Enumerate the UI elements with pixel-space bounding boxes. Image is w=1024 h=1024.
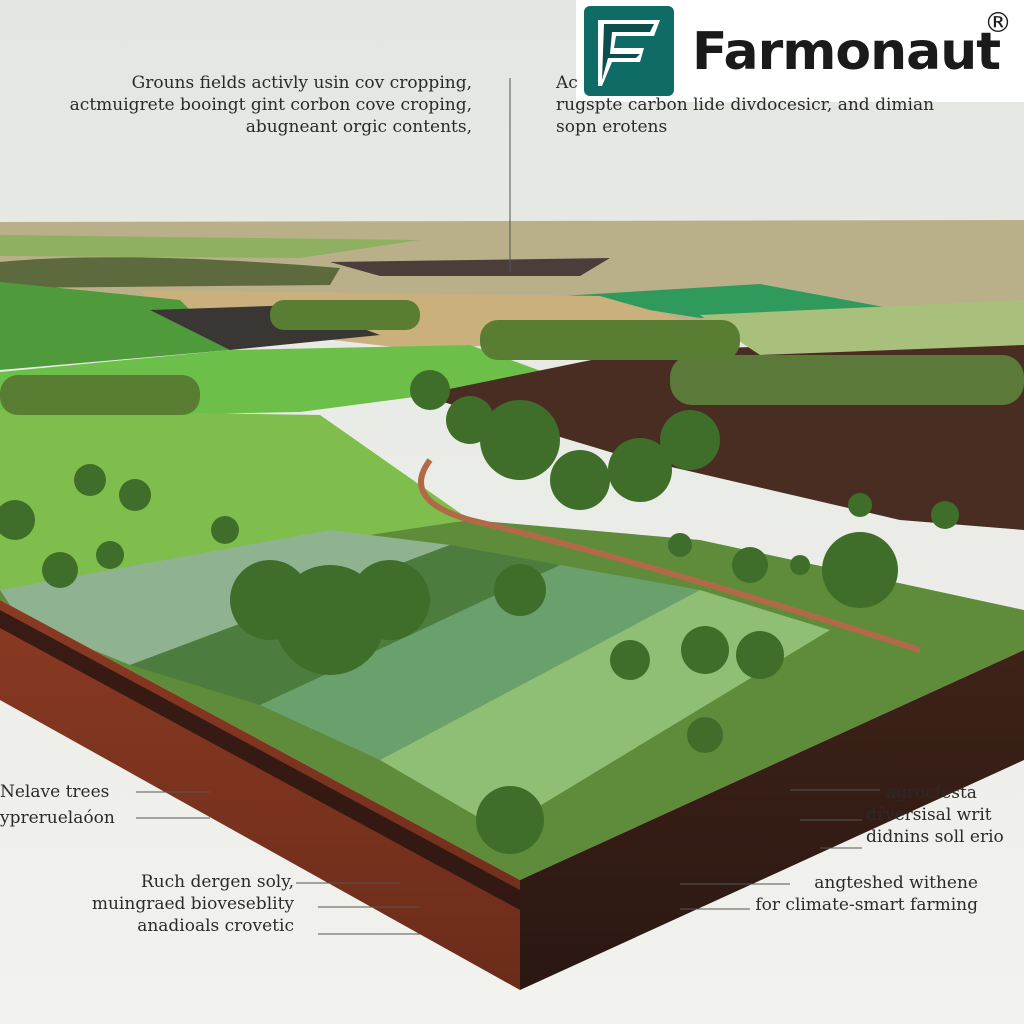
annotation-line: ypreruelaóon (0, 808, 115, 828)
annotation-top-left: Grouns fields activly usin cov cropping,… (70, 72, 472, 138)
annotation-top-right: Ac rugspte carbon lide divdocesicr, and … (556, 72, 934, 138)
far-green-strip (0, 235, 420, 258)
tree-line-right (670, 355, 1024, 405)
dark-far-field (330, 258, 610, 276)
annotation-line: actmuigrete booingt gint corbon cove cro… (69, 95, 472, 115)
trees (0, 370, 959, 854)
brand-name: Farmonaut (692, 22, 1001, 82)
registered-mark: ® (984, 6, 1012, 39)
annotation-line: rugspte carbon lide divdocesicr, and dim… (556, 95, 935, 115)
brand-logo: Farmonaut ® (576, 0, 1024, 102)
annotation-line: dȓversisal writ (866, 805, 992, 825)
tree-line-far (0, 257, 340, 288)
dirt-road (418, 458, 921, 653)
green-field-left (0, 282, 230, 370)
annotation-line: Ac (556, 73, 578, 93)
annotation-line: abugneant orgic contents, (245, 117, 472, 137)
leader-lines (136, 78, 880, 935)
annotation-line: anadioals crovetic (137, 916, 294, 936)
annotation-line: Ruch dergen soly, (140, 872, 294, 892)
annotation-line: agrocfesta (886, 783, 977, 803)
annotation-line: sopn erotens (556, 117, 668, 137)
annotation-bottom-right: angteshed withene for climate-smart farm… (755, 872, 978, 916)
annotation-right-mid: agrocfesta dȓversisal writ didnins soll … (866, 782, 1004, 848)
annotation-line: muingraed bioveseblity (91, 894, 294, 914)
annotation-line: angteshed withene (814, 873, 978, 893)
annotation-line: Grouns fields activly usin cov cropping, (131, 73, 472, 93)
annotation-mid-left: Nelave trees ypreruelaóon (0, 781, 115, 829)
farmonaut-logo-icon (584, 6, 674, 96)
tree-line-left (0, 300, 740, 415)
annotation-bottom-left: Ruch dergen soly, muingraed bioveseblity… (92, 871, 294, 937)
crop-strips (0, 530, 450, 665)
annotation-line: Nelave trees (0, 782, 110, 802)
annotation-line: didnins soll erio (866, 827, 1004, 847)
annotation-line: for climate-smart farming (755, 895, 978, 915)
soil-side (520, 650, 1024, 990)
teal-field (560, 284, 900, 318)
light-field-right (700, 300, 1024, 355)
